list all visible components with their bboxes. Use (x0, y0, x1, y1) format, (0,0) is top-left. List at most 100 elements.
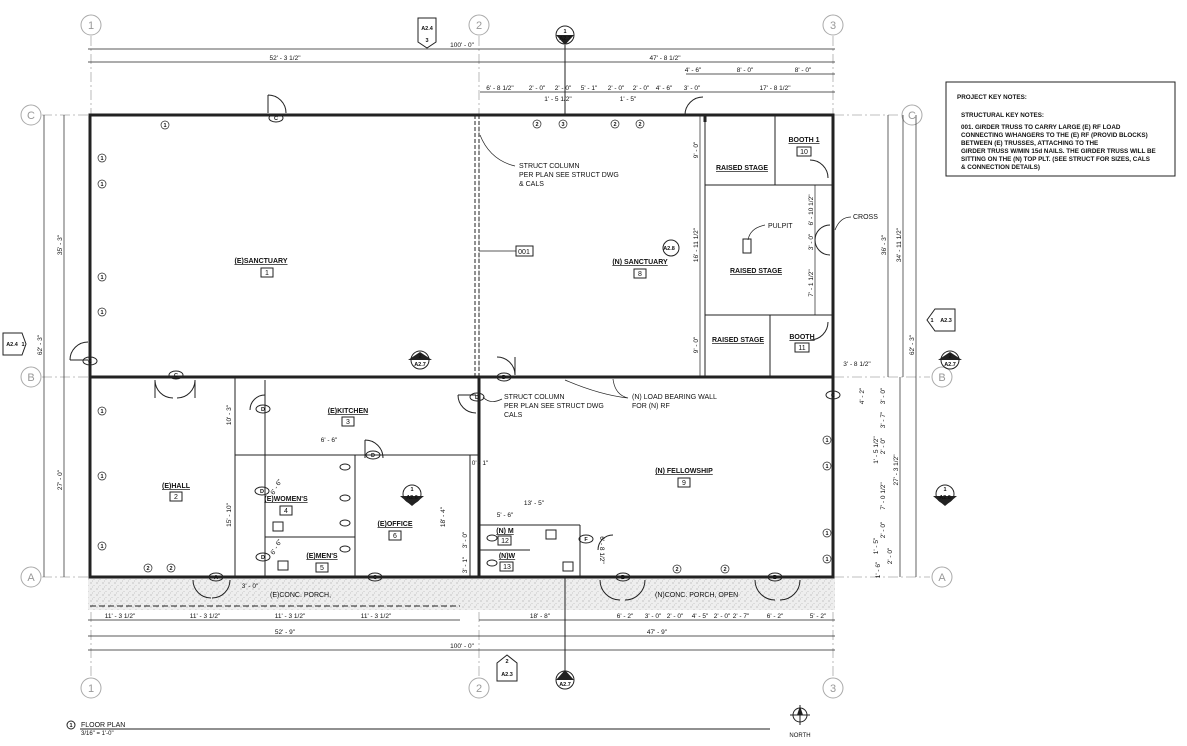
window-tag: 1 (825, 531, 828, 537)
dimension: 47' - 8 1/2" (649, 55, 681, 62)
dimension: 7' - 0 1/2" (880, 482, 887, 510)
window-tag: 2 (638, 122, 641, 128)
dimension: 47' - 9" (647, 629, 668, 636)
window-tag: 1 (825, 438, 828, 444)
window-tag: 1 (100, 156, 103, 162)
dimension: 62' - 3" (909, 334, 916, 355)
note-line: & CONNECTION DETAILS) (961, 164, 1040, 171)
room-name: (N) M (496, 528, 514, 535)
dimension: 16' - 11 1/2" (693, 227, 700, 262)
dimension: 6' - 2" (617, 613, 634, 620)
dimension: 4' - 6" (685, 67, 702, 74)
dimension: 8' - 0" (737, 67, 754, 74)
dimension: 4' - 2" (859, 387, 866, 404)
grid-label-2: 2 (476, 683, 482, 695)
door-tag: C (831, 393, 835, 399)
dimension: 3' - 0" (462, 531, 469, 548)
porch-slab (88, 578, 835, 610)
grid-label-3: 3 (830, 20, 836, 32)
dimension: 2' - 0" (667, 613, 684, 620)
dimension-text: 100' - 0" 52' - 3 1/2" 47' - 8 1/2" 4' -… (37, 42, 916, 650)
window-tag: 1 (100, 182, 103, 188)
section-number: 2 (418, 354, 421, 360)
window-tag: 1 (100, 474, 103, 480)
room-number: 4 (284, 508, 288, 515)
room-name: (N)W (499, 553, 516, 560)
note-line: SITTING ON THE (N) TOP PLT. (SEE STRUCT … (961, 156, 1150, 163)
door-tag: D (502, 375, 506, 381)
stage-label: RAISED STAGE (712, 337, 764, 344)
annotation-line: STRUCT COLUMN (504, 394, 565, 401)
section-markers: A2.4 3 1 A2.7 2 A2.7 2 A2.7 1 A2.6 1 A2.… (2, 17, 962, 690)
dimension: 62' - 3" (37, 334, 44, 355)
dimension: 1' - 5 1/2" (544, 96, 572, 103)
room-number: 9 (682, 480, 686, 487)
room-number: 3 (346, 419, 350, 426)
key-notes-panel: PROJECT KEY NOTES: STRUCTURAL KEY NOTES:… (945, 81, 1176, 177)
grid-label-a: A (27, 572, 35, 584)
drawing-number: 1 (69, 723, 72, 729)
room-name: BOOTH 1 (788, 137, 819, 144)
stage-label: RAISED STAGE (730, 268, 782, 275)
dimension: 17' - 8 1/2" (759, 85, 791, 92)
annotation-line: STRUCT COLUMN (519, 163, 580, 170)
dimension: 6' - 6" (270, 538, 285, 556)
dimension: 2' - 0" (608, 85, 625, 92)
room-number: 11 (798, 345, 805, 352)
room-number: 8 (638, 271, 642, 278)
dimension: 6' - 2" (767, 613, 784, 620)
dimension: 3' - 0" (645, 613, 662, 620)
window-tag: 2 (613, 122, 616, 128)
room-number: 6 (393, 533, 397, 540)
door-tags: C C C D D D D D D F A C B B C (82, 113, 841, 582)
window-tag: 2 (535, 122, 538, 128)
stage-label: RAISED STAGE (716, 165, 768, 172)
dimension: 13' - 5" (524, 500, 545, 507)
walls (88, 113, 835, 579)
north-arrow-icon: NORTH (789, 705, 811, 739)
section-number: 1 (930, 318, 933, 324)
window-tags (97, 119, 832, 574)
dimension: 52' - 3 1/2" (269, 55, 301, 62)
dimension: 100' - 0" (450, 643, 474, 650)
grid-label-c: C (27, 110, 35, 122)
room-number: 2 (174, 494, 178, 501)
door-tag: B (621, 575, 625, 581)
pulpit-label: PULPIT (768, 223, 793, 230)
grid-bubbles (20, 14, 953, 699)
window-tag: 1 (825, 557, 828, 563)
dimension: 11' - 3 1/2" (105, 613, 136, 620)
plumbing-fixtures (272, 463, 574, 572)
note-line: CONNECTING W/HANGERS TO THE (E) RF (PROV… (961, 132, 1148, 139)
dimension: 6' - 8 1/2" (486, 85, 514, 92)
section-number: 1 (563, 29, 566, 35)
annotation-line: CALS (504, 412, 523, 419)
door-tag: D (260, 489, 264, 495)
room-name: (E)SANCTUARY (234, 258, 287, 265)
dimension: 11' - 3 1/2" (190, 613, 221, 620)
dimension: 2' - 0" (714, 613, 731, 620)
section-number: 2 (505, 659, 508, 665)
annotations: STRUCT COLUMN PER PLAN SEE STRUCT DWG & … (270, 134, 878, 599)
annotation-line: PER PLAN SEE STRUCT DWG (519, 172, 619, 179)
dimension: 6' - 6" (270, 478, 285, 496)
dimension: 34' - 11 1/2" (896, 227, 903, 262)
door-tag: C (174, 373, 178, 379)
room-number: 5 (320, 565, 324, 572)
room-number: 1 (265, 270, 269, 277)
room-name: (E)KITCHEN (328, 408, 368, 415)
dimension: 2' - 0" (633, 85, 650, 92)
dimension-lines (43, 48, 917, 651)
section-sheet: A2.7 (414, 362, 426, 368)
dimension: 3' - 1" (462, 556, 469, 573)
door-tag: B (773, 575, 777, 581)
door-tag: D (261, 555, 265, 561)
dimension: 3' - 0" (808, 233, 815, 250)
dimension: 0' - 1" (472, 460, 489, 467)
door-tag: F (584, 537, 588, 543)
grid-label-1: 1 (88, 683, 94, 695)
annotation-line: FOR (N) RF (632, 403, 670, 410)
grid-label-b: B (938, 372, 945, 384)
porch-label: (N)CONC. PORCH, OPEN (655, 592, 738, 599)
